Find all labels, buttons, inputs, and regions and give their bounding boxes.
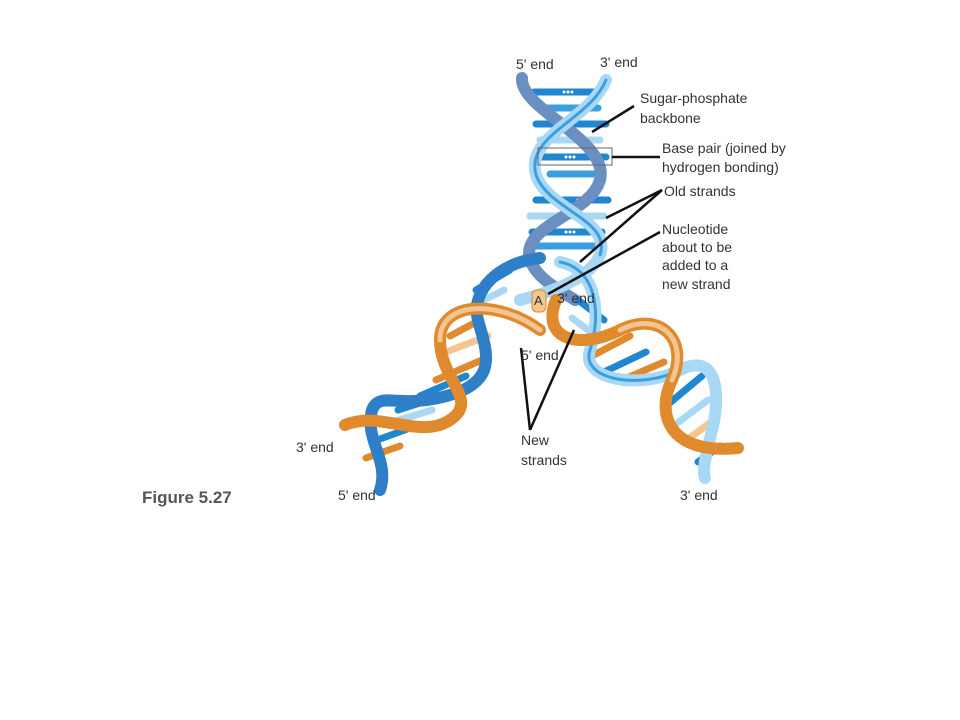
new-strands-label-line1: New <box>521 432 550 448</box>
old-strands-label: Old strands <box>664 183 736 199</box>
sugar-phosphate-label-line1: Sugar-phosphate <box>640 90 748 106</box>
callout-lines <box>519 104 663 431</box>
left-5-end-label: 5' end <box>338 487 376 503</box>
callout-nucleotide <box>547 230 661 296</box>
right-3-end-label: 3' end <box>680 487 718 503</box>
nucleotide-label-line1: Nucleotide <box>662 221 728 237</box>
right-new-strand-highlight <box>617 321 680 383</box>
incoming-nucleotide <box>531 289 547 313</box>
callout-sugar-phosphate <box>591 104 635 134</box>
left-daughter-helix <box>339 252 546 496</box>
base-pair-label-line2: hydrogen bonding) <box>662 159 779 175</box>
base-pair-label-line1: Base pair (joined by <box>662 140 786 156</box>
callout-old-strand-2 <box>579 189 663 263</box>
top-3-end-label: 3' end <box>600 54 638 70</box>
nucleotide-label-line4: new strand <box>662 276 730 292</box>
right-old-strand-edge <box>558 260 682 382</box>
fork-5-end-label: 5' end <box>521 347 559 363</box>
callout-new-strand-1 <box>519 347 532 431</box>
nucleotide-base-letter: A <box>534 293 543 308</box>
left-3-end-label: 3' end <box>296 439 334 455</box>
parent-strand-b-edge <box>533 78 608 257</box>
sugar-phosphate-label-line2: backbone <box>640 110 701 126</box>
nucleotide-label-line2: about to be <box>662 239 732 255</box>
left-new-strand-highlight <box>437 306 543 343</box>
nucleotide-label-line3: added to a <box>662 257 728 273</box>
callout-old-strand-1 <box>605 188 663 220</box>
left-old-strand <box>364 252 546 496</box>
figure-label: Figure 5.27 <box>142 488 232 507</box>
callout-new-strand-2 <box>528 329 576 431</box>
fork-3-end-label: 3' end <box>557 290 595 306</box>
parent-strand-a <box>516 72 607 306</box>
right-daughter-helix <box>546 256 744 484</box>
new-strands-label-line2: strands <box>521 452 567 468</box>
top-5-end-label: 5' end <box>516 56 554 72</box>
